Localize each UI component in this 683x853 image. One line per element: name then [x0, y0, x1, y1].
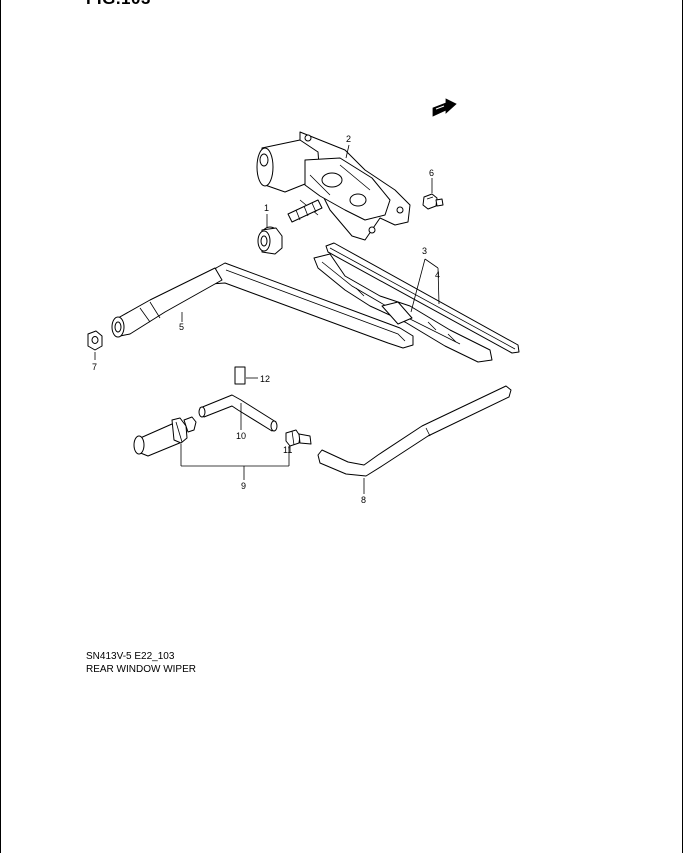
- callout-10: 10: [236, 431, 246, 441]
- front-direction-icon: [432, 98, 457, 117]
- callout-7: 7: [92, 362, 97, 372]
- grommet: [257, 226, 283, 255]
- callout-4: 4: [435, 270, 440, 280]
- washer-nozzle: [133, 416, 197, 457]
- callout-6: 6: [429, 168, 434, 178]
- callout-8: 8: [361, 495, 366, 505]
- callout-12: 12: [260, 374, 270, 384]
- callout-5: 5: [179, 322, 184, 332]
- callout-9: 9: [241, 481, 246, 491]
- leader-lines: [94, 144, 440, 494]
- callout-2: 2: [346, 134, 351, 144]
- callout-11: 11: [283, 445, 292, 455]
- figure-title: FIG.103: [86, 0, 151, 9]
- bolt: [422, 193, 444, 210]
- wiper-arm: [111, 262, 414, 349]
- nut: [87, 330, 103, 351]
- figure-code: SN413V-5 E22_103: [86, 651, 175, 662]
- nozzle-hose-elbow: [198, 394, 278, 432]
- callout-1: 1: [264, 203, 269, 213]
- wiper-blade: [313, 242, 520, 363]
- figure-description: REAR WINDOW WIPER: [86, 664, 196, 675]
- washer-hose: [317, 385, 512, 477]
- wiper-motor: [256, 131, 411, 241]
- label-decal: [234, 366, 246, 385]
- hose-joint: [285, 429, 312, 447]
- callout-3: 3: [422, 246, 427, 256]
